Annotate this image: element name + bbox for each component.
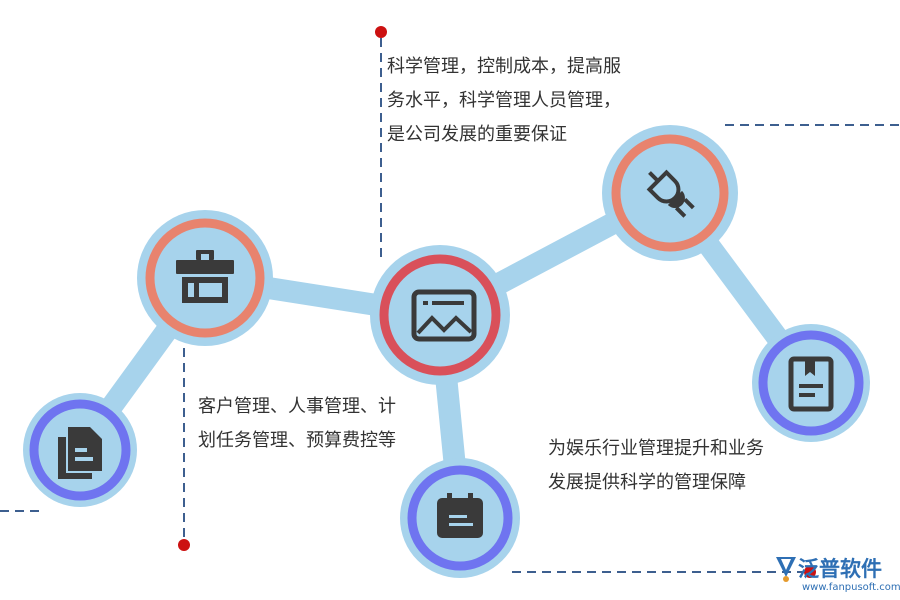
text-line: 客户管理、人事管理、计 (198, 396, 396, 417)
node-left-top (137, 210, 273, 346)
text-line: 为娱乐行业管理提升和业务 (548, 438, 764, 459)
text-block-top: 科学管理，控制成本，提高服 务水平，科学管理人员管理， 是公司发展的重要保证 (387, 50, 621, 152)
toolbox-icon (176, 250, 234, 303)
text-line: 科学管理，控制成本，提高服 (387, 56, 621, 77)
text-block-right: 为娱乐行业管理提升和业务 发展提供科学的管理保障 (548, 432, 764, 500)
brand-logo-icon (776, 557, 796, 582)
node-top-right (602, 125, 738, 261)
brand-url: www.fanpusoft.com (802, 582, 900, 593)
document-copy-icon (58, 427, 102, 479)
text-line: 发展提供科学的管理保障 (548, 472, 746, 493)
brand-name: 泛普软件 (798, 557, 882, 581)
calendar-icon (437, 493, 483, 538)
node-right (752, 324, 870, 442)
text-block-left: 客户管理、人事管理、计 划任务管理、预算费控等 (198, 390, 396, 458)
dashed-lines (0, 38, 900, 573)
node-bottom (400, 458, 520, 578)
text-line: 务水平，科学管理人员管理， (387, 90, 621, 111)
node-center (370, 245, 510, 385)
node-left-bottom (23, 393, 137, 507)
red-dot-bottom-right (804, 566, 816, 578)
text-line: 划任务管理、预算费控等 (198, 430, 396, 451)
book-icon (788, 356, 834, 412)
red-dot-left (178, 539, 190, 551)
text-line: 是公司发展的重要保证 (387, 124, 567, 145)
image-card-icon (411, 289, 477, 342)
brand-logo: 泛普软件 www.fanpusoft.com (772, 553, 900, 599)
plug-icon (646, 169, 695, 218)
red-dot-top (375, 26, 387, 38)
